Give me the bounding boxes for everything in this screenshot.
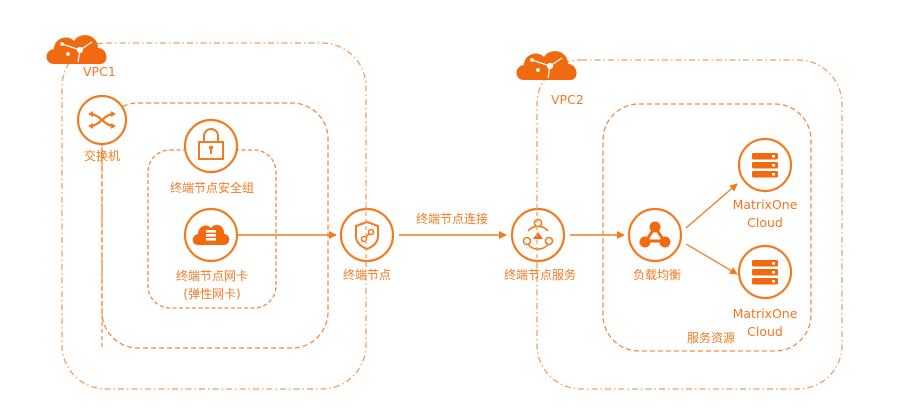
- load-balancer-icon: [627, 207, 683, 263]
- switch-label: 交换机: [83, 149, 121, 163]
- connection-label: 终端节点连接: [415, 212, 489, 226]
- lb-to-backend2-arrow: [685, 243, 738, 275]
- shield-link-icon: [339, 207, 395, 263]
- security-group-label: 终端节点安全组: [169, 181, 255, 195]
- load-balancer-label: 负载均衡: [632, 268, 682, 282]
- backend2-label-line1: MatrixOne: [732, 306, 798, 321]
- eni-label-line2: (弹性网卡): [183, 287, 241, 301]
- service-resources-boundary: [602, 103, 812, 352]
- server-stack-icon: [737, 244, 793, 300]
- backend2-label-line2: Cloud: [747, 324, 783, 339]
- vpc1-label: VPC1: [83, 64, 116, 79]
- service-nodes-icon: [510, 207, 566, 263]
- lock-icon: [183, 118, 239, 174]
- eni-label-line1: 终端节点网卡: [175, 269, 249, 283]
- cloud-server-icon: [183, 207, 239, 263]
- server-stack-icon: [737, 137, 793, 193]
- backend1-label-line1: MatrixOne: [732, 197, 798, 212]
- vpc2-label: VPC2: [551, 92, 584, 107]
- service-resources-label: 服务资源: [686, 331, 736, 345]
- switch-icon: [76, 94, 128, 146]
- backend1-label-line2: Cloud: [747, 215, 783, 230]
- vpc1-cloud-icon: [46, 35, 107, 64]
- endpoint-service-label: 终端节点服务: [503, 268, 577, 282]
- lb-to-backend1-arrow: [685, 183, 738, 229]
- endpoint-label: 终端节点: [342, 268, 392, 282]
- vpc2-cloud-icon: [516, 51, 577, 80]
